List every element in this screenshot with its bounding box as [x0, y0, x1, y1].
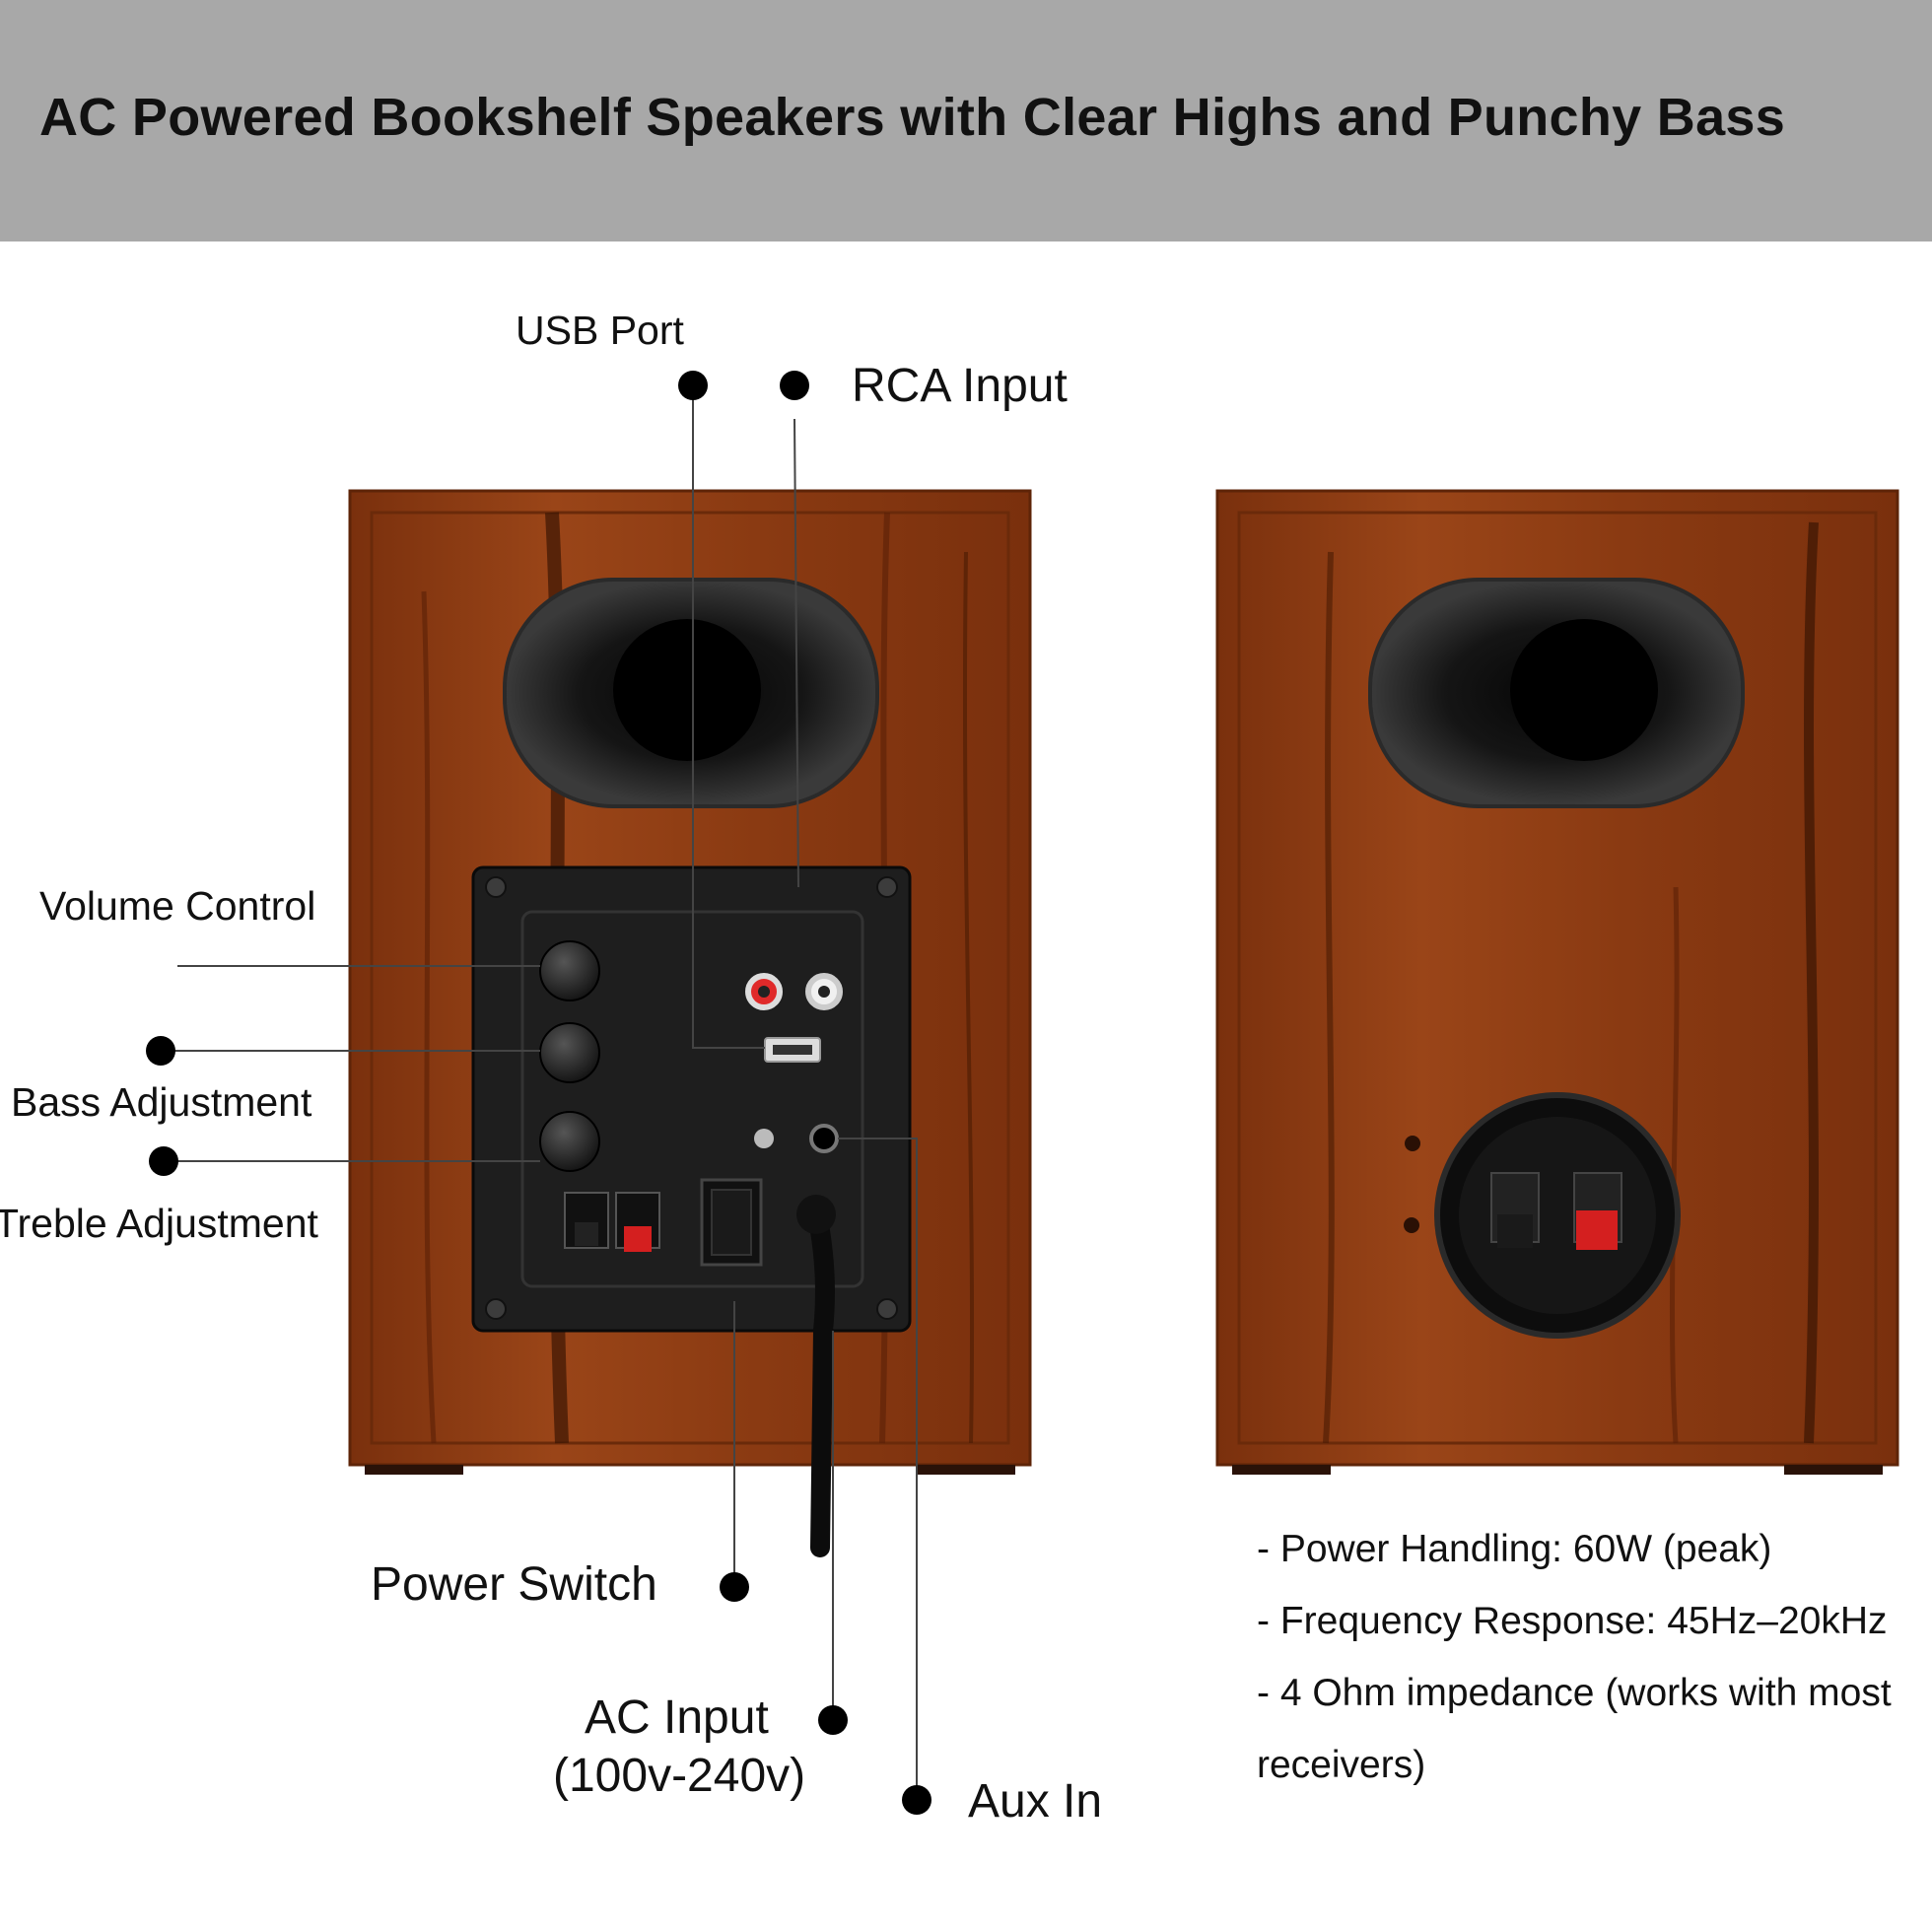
spec-power-handling: - Power Handling: 60W (peak) [1257, 1528, 1772, 1570]
bass-callout-dot [146, 1036, 175, 1066]
output-terminal-red[interactable] [624, 1226, 652, 1252]
rca-callout-dot [780, 371, 809, 400]
volume-knob[interactable] [539, 940, 600, 1001]
power-switch-label: Power Switch [371, 1558, 657, 1611]
usb-callout-dot [678, 371, 708, 400]
spec-impedance-continued: receivers) [1257, 1744, 1426, 1786]
spec-impedance: - 4 Ohm impedance (works with most [1257, 1672, 1892, 1714]
header-banner [0, 0, 1932, 242]
page-title: AC Powered Bookshelf Speakers with Clear… [39, 88, 1786, 147]
spec-frequency-response: - Frequency Response: 45Hz–20kHz [1257, 1600, 1888, 1642]
bass-adjustment-label: Bass Adjustment [11, 1079, 312, 1125]
callout-dots [146, 371, 932, 1815]
rca-input-label: RCA Input [852, 360, 1068, 412]
ac-input-callout-dot [818, 1705, 848, 1735]
aux-in-label: Aux In [968, 1775, 1103, 1828]
right-speaker [1215, 489, 1899, 1475]
left-speaker [348, 489, 1032, 1557]
callout-lines [161, 385, 918, 1800]
aux-jack[interactable] [809, 1124, 839, 1153]
treble-adjustment-label: Treble Adjustment [0, 1201, 318, 1246]
control-panel [471, 865, 912, 1333]
treble-knob[interactable] [539, 1111, 600, 1172]
ac-power-cord [806, 1201, 835, 1557]
power-switch-callout-dot [720, 1572, 749, 1602]
aux-callout-dot [902, 1785, 932, 1815]
input-terminal-red[interactable] [1576, 1210, 1618, 1250]
bass-knob[interactable] [539, 1022, 600, 1083]
ac-input-voltage-label: (100v-240v) [553, 1750, 806, 1802]
treble-callout-dot [149, 1146, 178, 1176]
power-led [754, 1129, 774, 1148]
volume-control-label: Volume Control [39, 883, 316, 929]
usb-port-label: USB Port [516, 308, 684, 353]
ac-input-label: AC Input [585, 1691, 769, 1744]
